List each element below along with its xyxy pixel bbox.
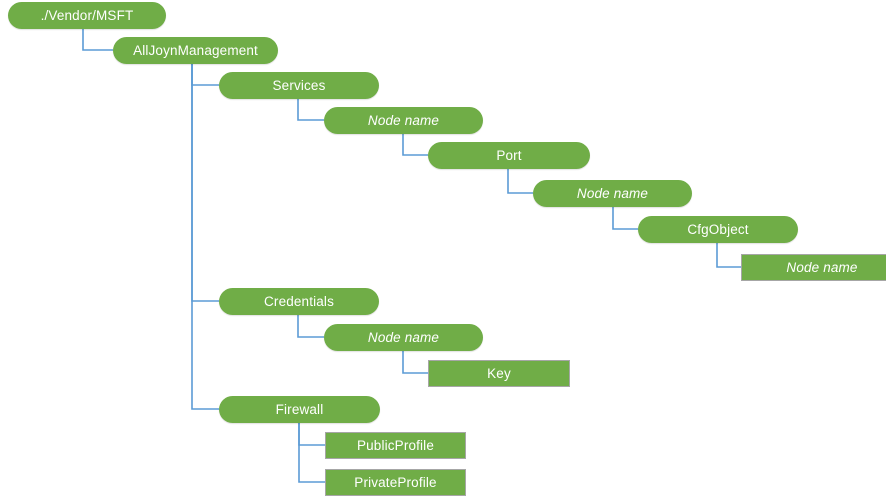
connector-node-name-to-cfgobject	[612, 207, 638, 230]
node-key[interactable]: Key	[428, 360, 570, 387]
node-cfgobject-node-name[interactable]: Node name	[741, 254, 886, 281]
connector-credentials-to-node-name	[297, 315, 324, 338]
node-publicprofile[interactable]: PublicProfile	[325, 432, 466, 459]
node-label-alljoynmanagement: AllJoynManagement	[133, 42, 258, 58]
node-services-node-name[interactable]: Node name	[324, 107, 483, 134]
node-credentials[interactable]: Credentials	[219, 288, 379, 315]
node-alljoynmanagement[interactable]: AllJoynManagement	[113, 37, 278, 64]
node-label-vendor-msft: ./Vendor/MSFT	[40, 7, 134, 23]
node-vendor-msft[interactable]: ./Vendor/MSFT	[8, 2, 166, 29]
node-label-privateprofile: PrivateProfile	[354, 474, 437, 490]
connector-node-name-to-key	[402, 351, 428, 374]
node-firewall[interactable]: Firewall	[219, 396, 380, 423]
connector-alljoyn-to-services	[191, 64, 219, 86]
node-label-port: Port	[496, 147, 522, 163]
node-label-port-node-name: Node name	[576, 185, 649, 201]
node-label-publicprofile: PublicProfile	[357, 437, 434, 453]
node-label-services-node-name: Node name	[367, 112, 440, 128]
node-cfgobject[interactable]: CfgObject	[638, 216, 798, 243]
connector-services-to-node-name	[297, 99, 324, 121]
node-label-key: Key	[487, 365, 511, 381]
node-port-node-name[interactable]: Node name	[533, 180, 692, 207]
connector-alljoyn-to-firewall	[191, 64, 219, 410]
node-label-firewall: Firewall	[275, 401, 324, 417]
connector-port-to-node-name	[507, 169, 533, 194]
node-credentials-node-name[interactable]: Node name	[324, 324, 483, 351]
connector-alljoyn-to-credentials	[191, 64, 219, 302]
connector-cfgobject-to-node-name	[716, 243, 741, 268]
connector-node-name-to-port	[402, 134, 428, 156]
connector-firewall-to-publicprofile	[298, 423, 325, 446]
node-label-services: Services	[272, 77, 326, 93]
node-port[interactable]: Port	[428, 142, 590, 169]
node-label-cfgobject: CfgObject	[687, 221, 749, 237]
connector-firewall-to-privateprofile	[298, 423, 325, 483]
node-label-cfgobject-node-name: Node name	[786, 259, 858, 275]
node-label-credentials-node-name: Node name	[367, 329, 440, 345]
connector-vendor-to-alljoyn	[82, 29, 113, 51]
node-services[interactable]: Services	[219, 72, 379, 99]
node-privateprofile[interactable]: PrivateProfile	[325, 469, 466, 496]
node-label-credentials: Credentials	[264, 293, 334, 309]
